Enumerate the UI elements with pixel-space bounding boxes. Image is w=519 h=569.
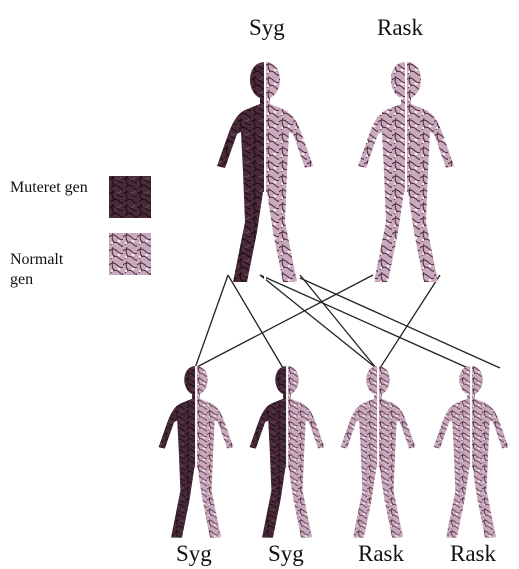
child-2-figure [250,366,325,538]
child-3-figure [341,366,416,538]
child-4-figure [434,366,509,538]
parent-healthy-figure [358,62,454,282]
child-1-figure [159,366,234,538]
parent-sick-figure [217,62,313,282]
inheritance-lines [195,275,500,368]
